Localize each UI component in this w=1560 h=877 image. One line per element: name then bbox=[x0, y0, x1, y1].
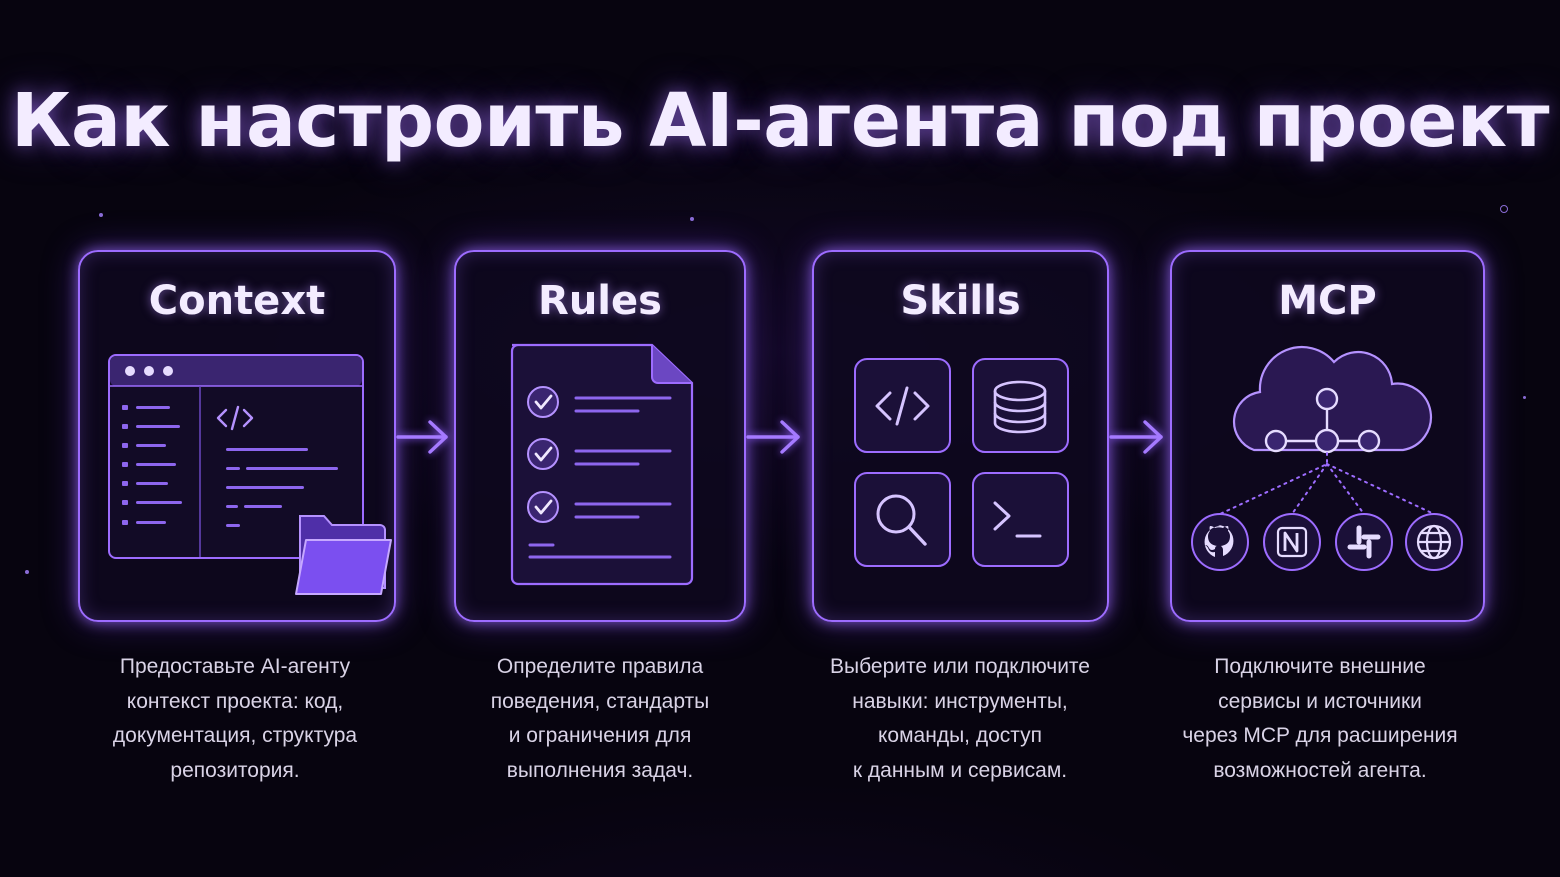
description-line: Определите правила bbox=[496, 655, 704, 678]
page-title: Как настроить AI-агента под проект bbox=[10, 78, 1550, 164]
slack-icon bbox=[1335, 513, 1393, 571]
description-line: выполнения задач. bbox=[506, 758, 694, 782]
arrow-right-icon bbox=[1109, 420, 1163, 454]
description-line: документация, структура bbox=[112, 724, 358, 747]
description-line: к данным и сервисам. bbox=[852, 758, 1068, 782]
folder-icon bbox=[295, 515, 392, 595]
card-title-skills: Skills bbox=[900, 278, 1021, 324]
sparkle bbox=[690, 217, 694, 221]
card-title-context: Context bbox=[148, 278, 326, 324]
description-line: через MCP для расширения bbox=[1182, 724, 1458, 747]
description-line: контекст проекта: код, bbox=[126, 689, 344, 713]
card-mcp: MCP bbox=[1170, 250, 1485, 622]
description-line: сервисы и источники bbox=[1218, 689, 1422, 713]
terminal-icon bbox=[972, 472, 1069, 567]
code-icon bbox=[854, 358, 951, 453]
description-skills: Выберите или подключите навыки: инструме… bbox=[780, 650, 1140, 788]
sparkle bbox=[25, 570, 29, 574]
checkmark-icon bbox=[527, 386, 559, 418]
database-icon bbox=[972, 358, 1069, 453]
description-context: Предоставьте AI-агенту контекст проекта:… bbox=[70, 650, 400, 788]
arrow-right-icon bbox=[396, 420, 448, 454]
globe-icon bbox=[1405, 513, 1463, 571]
search-icon bbox=[854, 472, 951, 567]
description-rules: Определите правила поведения, стандарты … bbox=[435, 650, 765, 788]
github-icon bbox=[1191, 513, 1249, 571]
browser-window-icon bbox=[108, 354, 364, 559]
description-line: Подключите внешние bbox=[1214, 655, 1426, 678]
sparkle bbox=[99, 213, 103, 217]
card-title-mcp: MCP bbox=[1278, 278, 1377, 324]
description-mcp: Подключите внешние сервисы и источники ч… bbox=[1140, 650, 1500, 788]
arrow-right-icon bbox=[746, 420, 800, 454]
sparkle bbox=[1500, 205, 1508, 213]
description-line: поведения, стандарты bbox=[490, 689, 710, 713]
description-line: навыки: инструменты, bbox=[852, 689, 1068, 713]
description-line: команды, доступ bbox=[878, 724, 1042, 747]
card-skills: Skills bbox=[812, 250, 1109, 622]
description-line: возможностей агента. bbox=[1213, 758, 1427, 782]
notion-icon bbox=[1263, 513, 1321, 571]
description-line: и ограничения для bbox=[508, 724, 692, 747]
code-tag-icon bbox=[216, 405, 254, 431]
card-context: Context bbox=[78, 250, 396, 622]
sparkle bbox=[1523, 396, 1526, 399]
description-line: Предоставьте AI-агенту bbox=[119, 655, 351, 678]
checkmark-icon bbox=[527, 438, 559, 470]
card-title-rules: Rules bbox=[538, 278, 662, 324]
description-line: Выберите или подключите bbox=[830, 655, 1090, 678]
checkmark-icon bbox=[527, 491, 559, 523]
description-line: репозитория. bbox=[170, 758, 300, 782]
card-rules: Rules bbox=[454, 250, 746, 622]
cloud-network-icon bbox=[1219, 345, 1435, 515]
